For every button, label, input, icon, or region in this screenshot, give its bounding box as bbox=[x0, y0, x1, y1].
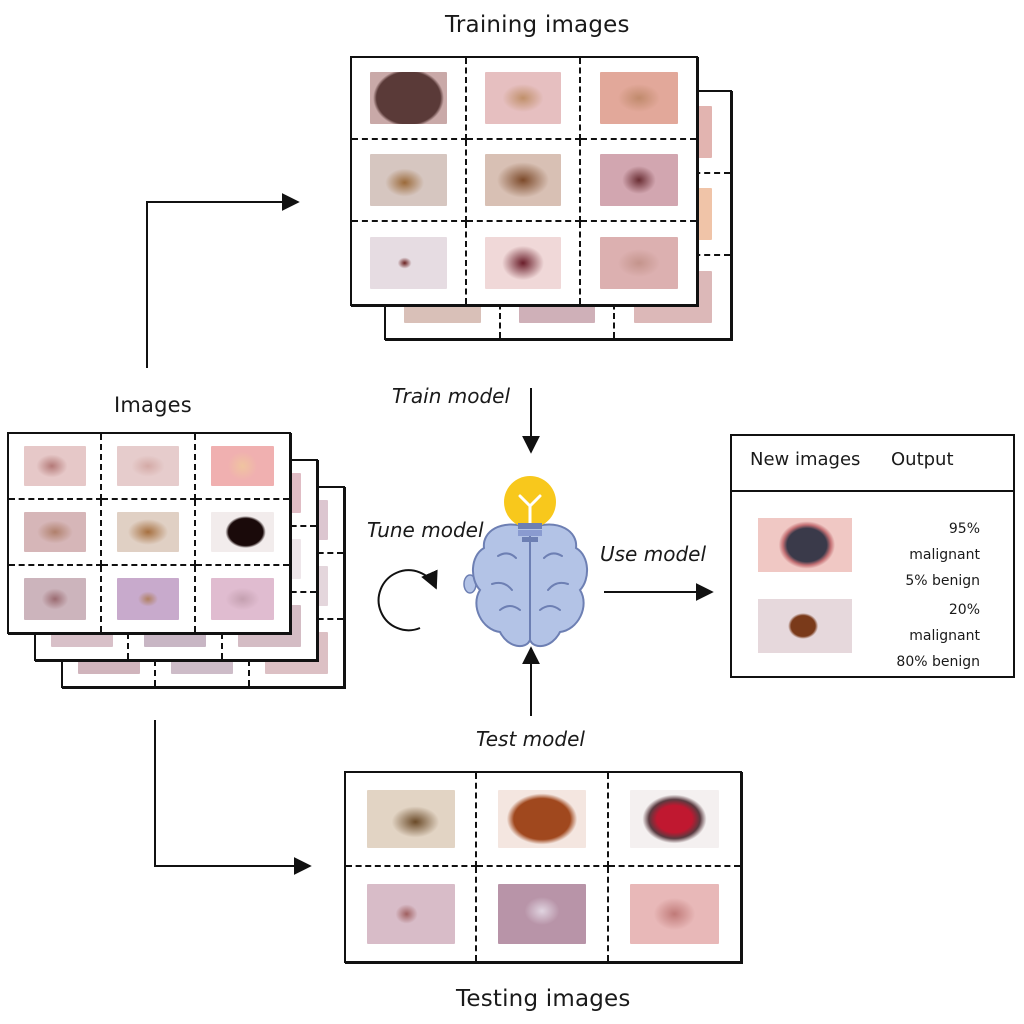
cycle-arrow-icon bbox=[377, 569, 438, 632]
testing-thumb bbox=[629, 883, 719, 945]
new-image-thumb bbox=[758, 518, 852, 572]
benign-value: 5% benign bbox=[905, 573, 980, 589]
image-thumb bbox=[116, 511, 180, 553]
image-thumb bbox=[23, 511, 86, 553]
image-thumb bbox=[210, 511, 275, 553]
training-thumb bbox=[599, 72, 678, 124]
image-thumb bbox=[116, 577, 180, 621]
arrow-to-testing bbox=[154, 720, 312, 875]
arrow-to-training bbox=[146, 193, 300, 368]
images-title: Images bbox=[114, 393, 192, 417]
testing-thumb bbox=[498, 789, 586, 849]
testing-images-title: Testing images bbox=[456, 986, 631, 1012]
new-image-thumb bbox=[758, 599, 852, 653]
image-thumb bbox=[210, 445, 275, 487]
image-thumb bbox=[210, 577, 275, 621]
testing-thumb bbox=[629, 789, 719, 849]
training-thumb bbox=[484, 236, 562, 290]
training-thumb bbox=[484, 154, 562, 206]
tune-model-label: Tune model bbox=[367, 518, 484, 542]
new-images-header: New images bbox=[750, 449, 861, 470]
malignant-value: 20% malignant bbox=[909, 602, 980, 644]
malignant-value: 95% malignant bbox=[909, 521, 980, 563]
image-thumb bbox=[23, 445, 86, 487]
output-header: New images Output bbox=[732, 436, 1013, 492]
training-thumb bbox=[484, 72, 562, 124]
images-sheet bbox=[7, 432, 291, 634]
training-thumb bbox=[370, 154, 447, 206]
output-header-label: Output bbox=[891, 449, 954, 470]
test-model-label: Test model bbox=[476, 727, 585, 751]
image-thumb bbox=[116, 445, 180, 487]
lightbulb-icon bbox=[504, 476, 556, 542]
benign-value: 80% benign bbox=[896, 654, 980, 670]
image-thumb bbox=[23, 577, 86, 621]
training-images-sheet bbox=[350, 56, 698, 306]
result-row: 95% malignant 5% benign bbox=[880, 516, 980, 594]
brain-icon bbox=[463, 523, 588, 648]
testing-thumb bbox=[366, 789, 455, 849]
training-images-title: Training images bbox=[445, 12, 630, 38]
use-model-label: Use model bbox=[600, 542, 706, 566]
training-thumb bbox=[370, 236, 447, 290]
testing-thumb bbox=[498, 883, 586, 945]
training-thumb bbox=[599, 154, 678, 206]
testing-images-sheet bbox=[344, 771, 742, 963]
train-model-label: Train model bbox=[392, 384, 511, 408]
testing-thumb bbox=[366, 883, 455, 945]
output-panel: New images Output 95% malignant 5% benig… bbox=[730, 434, 1015, 678]
result-row: 20% malignant 80% benign bbox=[880, 597, 980, 675]
training-thumb bbox=[599, 236, 678, 290]
training-thumb bbox=[370, 72, 447, 124]
